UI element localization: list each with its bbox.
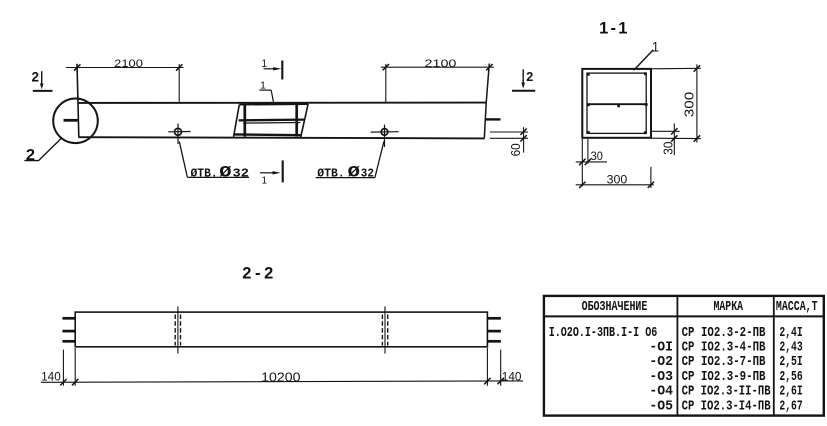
svg-text:I.O2O.I-3ПВ.I-I O6: I.O2O.I-3ПВ.I-I O6 — [549, 326, 658, 341]
svg-text:2,5I: 2,5I — [779, 355, 802, 370]
svg-text:32: 32 — [233, 167, 249, 181]
svg-text:2,43: 2,43 — [779, 341, 802, 356]
svg-text:2: 2 — [32, 69, 40, 85]
svg-text:140: 140 — [41, 369, 61, 383]
svg-text:2,67: 2,67 — [779, 399, 802, 414]
svg-text:МАССА,Т: МАССА,Т — [776, 300, 818, 315]
svg-text:2100: 2100 — [425, 58, 457, 70]
svg-text:Ø: Ø — [219, 164, 231, 182]
svg-text:2: 2 — [526, 69, 533, 84]
svg-text:СР IO2.3-4-ПВ: СР IO2.3-4-ПВ — [682, 341, 766, 356]
svg-text:-O5: -O5 — [649, 399, 673, 414]
svg-text:-OI: -OI — [649, 341, 673, 356]
svg-text:32: 32 — [361, 166, 374, 180]
svg-text:СР IO2.3-2-ПВ: СР IO2.3-2-ПВ — [682, 326, 766, 341]
svg-text:300: 300 — [681, 92, 696, 117]
svg-text:1: 1 — [652, 39, 659, 55]
svg-text:30: 30 — [660, 142, 675, 155]
svg-text:30: 30 — [591, 151, 603, 163]
svg-text:СР IO2.3-II-ПВ: СР IO2.3-II-ПВ — [682, 385, 771, 400]
svg-text:Ø: Ø — [348, 163, 360, 181]
svg-text:300: 300 — [607, 175, 628, 187]
svg-text:ØТВ.: ØТВ. — [191, 167, 218, 181]
svg-text:1 - 1: 1 - 1 — [599, 20, 627, 38]
svg-text:-O4: -O4 — [649, 385, 673, 400]
svg-text:2: 2 — [26, 147, 35, 164]
svg-text:2100: 2100 — [114, 58, 143, 70]
svg-text:140: 140 — [502, 370, 522, 384]
svg-text:-O2: -O2 — [649, 355, 673, 370]
svg-text:2 - 2: 2 - 2 — [242, 265, 273, 283]
svg-text:СР IO2.3-7-ПВ: СР IO2.3-7-ПВ — [682, 355, 766, 370]
svg-text:2,4I: 2,4I — [779, 326, 802, 341]
svg-text:СР IO2.3-9-ПВ: СР IO2.3-9-ПВ — [682, 370, 766, 385]
svg-text:2,6I: 2,6I — [779, 385, 802, 400]
svg-text:-O3: -O3 — [649, 370, 673, 385]
svg-text:10200: 10200 — [261, 370, 300, 385]
svg-text:60: 60 — [508, 143, 523, 156]
svg-text:МАРКА: МАРКА — [714, 300, 744, 315]
svg-text:2,56: 2,56 — [779, 370, 802, 385]
svg-text:1: 1 — [260, 81, 266, 92]
svg-text:ОБОЗНАЧЕНИЕ: ОБОЗНАЧЕНИЕ — [582, 300, 648, 315]
svg-text:ØТВ.: ØТВ. — [317, 166, 344, 180]
svg-text:1: 1 — [262, 58, 268, 70]
svg-text:СР IO2.3-I4-ПВ: СР IO2.3-I4-ПВ — [682, 399, 771, 414]
svg-text:1: 1 — [262, 175, 268, 186]
